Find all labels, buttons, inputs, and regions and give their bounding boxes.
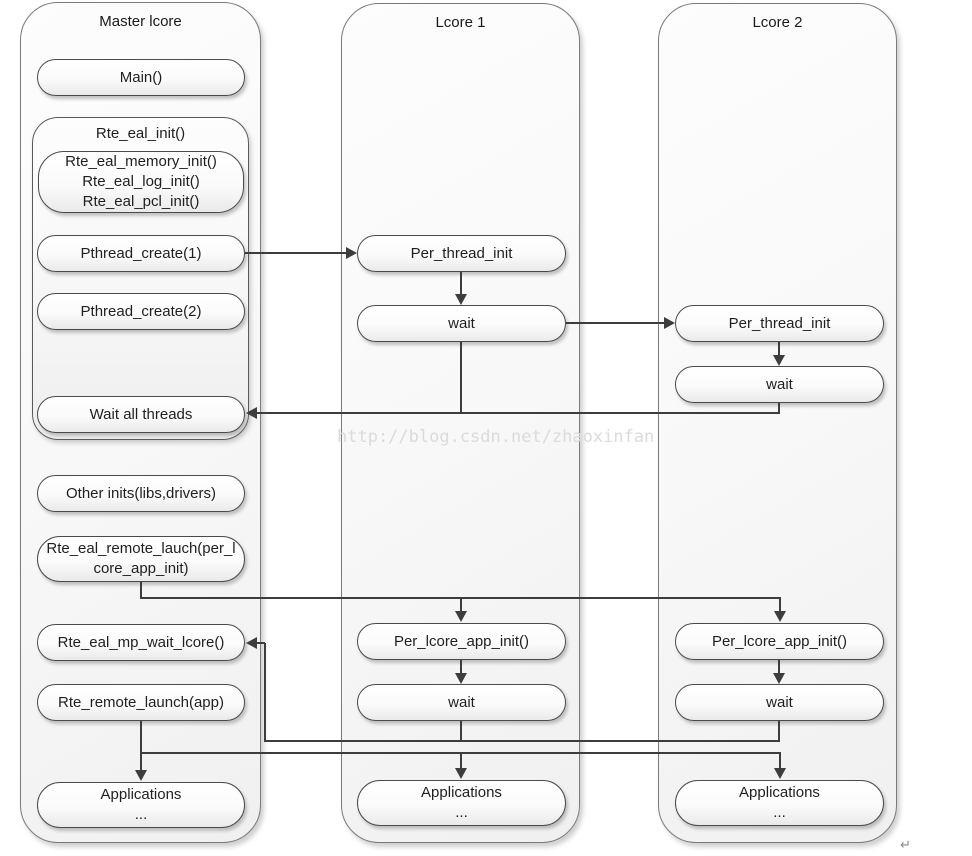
node-applications-2: Applications... [675,780,884,826]
flow-line-segment [140,721,142,771]
node-per-thread-init-2: Per_thread_init [675,305,884,342]
arrowhead-left-icon [246,407,257,419]
container-label-lcore-1: Lcore 1 [435,14,486,31]
node-label: wait [766,693,793,711]
node-label: core_app_init) [93,560,189,577]
node-label: Per_thread_init [410,244,513,262]
node-eal-sub-inits: Rte_eal_memory_init() Rte_eal_log_init() R… [38,151,244,213]
flow-line-segment [460,342,462,413]
node-main: Main() [37,59,245,96]
flow-line-segment [778,342,780,355]
arrowhead-down-icon [455,611,467,622]
flow-line-segment [460,660,462,673]
node-label: Main() [119,68,163,86]
flow-line-segment [460,599,462,611]
flow-line-segment [140,597,781,599]
node-pthread-create-1: Pthread_create(1) [37,235,245,272]
arrowhead-down-icon [455,768,467,779]
flow-line-segment [460,721,462,742]
node-label: Rte_eal_pcl_init() [82,193,200,210]
container-label-master-lcore: Master lcore [99,13,182,30]
flow-line-segment [257,412,780,414]
flow-line-segment [140,582,142,598]
flow-line-segment [460,754,462,769]
node-label: Rte_eal_memory_init() [65,153,217,170]
node-label: wait [448,693,475,711]
container-label-lcore-2: Lcore 2 [752,14,803,31]
flow-line-segment [140,752,781,754]
node-label: ... [134,806,148,823]
node-label: wait [448,314,475,332]
node-remote-lauch-per-lcore: Rte_eal_remote_lauch(per_l core_app_init) [37,536,245,582]
group-title-rte-eal-init: Rte_eal_init() [95,125,186,142]
node-remote-launch-app: Rte_remote_launch(app) [37,684,245,721]
arrowhead-left-icon [246,637,257,649]
node-label: Rte_eal_log_init() [82,173,200,190]
node-per-lcore-app-init-1: Per_lcore_app_init() [357,623,566,660]
node-wait-2a: wait [675,366,884,403]
node-pthread-create-2: Pthread_create(2) [37,293,245,330]
node-label: Per_lcore_app_init() [711,632,848,650]
node-label: Pthread_create(2) [80,302,202,320]
node-wait-2b: wait [675,684,884,721]
watermark-text: http://blog.csdn.net/zhaoxinfan [337,427,655,447]
node-label: ... [773,804,786,821]
flow-line-segment [264,643,266,742]
paragraph-return-mark: ↵ [900,837,911,852]
flow-line-segment [460,272,462,294]
arrowhead-down-icon [773,673,785,684]
node-other-inits: Other inits(libs,drivers) [37,475,245,512]
flow-line-segment [778,721,780,742]
node-wait-all-threads: Wait all threads [37,396,245,433]
node-label: ... [455,804,468,821]
node-applications-master: Applications... [37,782,245,828]
arrowhead-down-icon [455,294,467,305]
arrowhead-down-icon [774,768,786,779]
node-wait-1a: wait [357,305,566,342]
node-label: Rte_eal_mp_wait_lcore() [57,633,225,651]
node-mp-wait-lcore: Rte_eal_mp_wait_lcore() [37,624,245,661]
node-label: Per_thread_init [728,314,831,332]
node-applications-1: Applications... [357,780,566,826]
node-label: Applications [739,784,820,801]
node-label: Per_lcore_app_init() [393,632,530,650]
node-label: Applications [421,784,502,801]
node-label: wait [766,375,793,393]
flow-line-segment [245,252,347,254]
arrowhead-down-icon [135,770,147,781]
arrowhead-down-icon [455,673,467,684]
node-per-thread-init-1: Per_thread_init [357,235,566,272]
node-wait-1b: wait [357,684,566,721]
arrowhead-down-icon [774,611,786,622]
node-label: Pthread_create(1) [80,244,202,262]
node-label: Wait all threads [89,405,193,423]
flow-line-segment [264,740,780,742]
arrowhead-down-icon [773,355,785,366]
arrowhead-right-icon [346,247,357,259]
arrowhead-right-icon [664,317,675,329]
node-per-lcore-app-init-2: Per_lcore_app_init() [675,623,884,660]
node-label: Other inits(libs,drivers) [65,484,217,502]
flow-line-segment [778,660,780,673]
node-label: Rte_eal_remote_lauch(per_l [46,540,236,557]
flow-line-segment [257,642,265,644]
flow-line-segment [779,754,781,769]
flow-line-segment [779,599,781,611]
node-label: Rte_remote_launch(app) [58,693,224,711]
flow-line-segment [778,403,780,413]
node-label: Applications [100,786,182,803]
flow-line-segment [566,322,664,324]
